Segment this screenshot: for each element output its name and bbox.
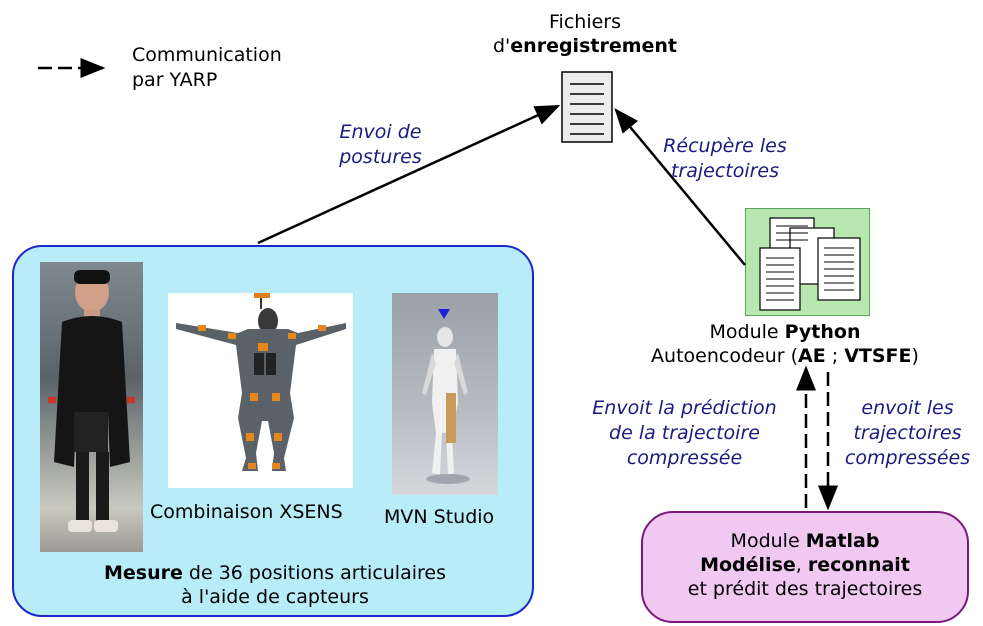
python-line2: Autoencodeur (AE ; VTSFE) xyxy=(651,345,919,367)
person-photo xyxy=(40,262,143,552)
files-title: Fichiers d'enregistrement xyxy=(480,10,690,58)
measure-description-line1: Mesure de 36 positions articulaires xyxy=(104,562,446,584)
python-module-icon xyxy=(745,208,870,316)
edge-label-send-postures: Envoi de postures xyxy=(339,121,422,168)
edge-label-retrieve: Récupère les trajectoires xyxy=(663,135,787,182)
matlab-line2: Modélise, reconnait xyxy=(700,554,910,576)
files-title-line2: d'enregistrement xyxy=(492,35,678,57)
caption-mvn-studio: MVN Studio xyxy=(384,506,495,528)
matlab-line3: et prédit des trajectoires xyxy=(687,578,923,600)
matlab-module-label: Module Matlab Modélise, reconnait et pré… xyxy=(641,529,969,601)
matlab-module-box xyxy=(641,511,969,623)
file-document-icon xyxy=(561,71,613,143)
python-module-label: Module Python Autoencodeur (AE ; VTSFE) xyxy=(620,320,950,368)
legend-label-line1: Communication xyxy=(132,44,282,66)
edge-label-send-compressed: envoit les trajectoires compressées xyxy=(844,397,971,469)
measure-description-line2: à l'aide de capteurs xyxy=(181,586,369,608)
xsens-suit-image xyxy=(168,293,353,488)
measure-description: Mesure de 36 positions articulaires à l'… xyxy=(40,561,510,609)
matlab-line1: Module Matlab xyxy=(730,530,880,552)
mvn-studio-image xyxy=(392,293,498,495)
edge-label-predict: Envoit la prédiction de la trajectoire c… xyxy=(592,397,777,469)
python-line1: Module Python xyxy=(709,321,861,343)
legend-label-line2: par YARP xyxy=(132,69,218,91)
caption-xsens: Combinaison XSENS xyxy=(150,501,343,523)
files-title-line1: Fichiers xyxy=(549,11,621,33)
